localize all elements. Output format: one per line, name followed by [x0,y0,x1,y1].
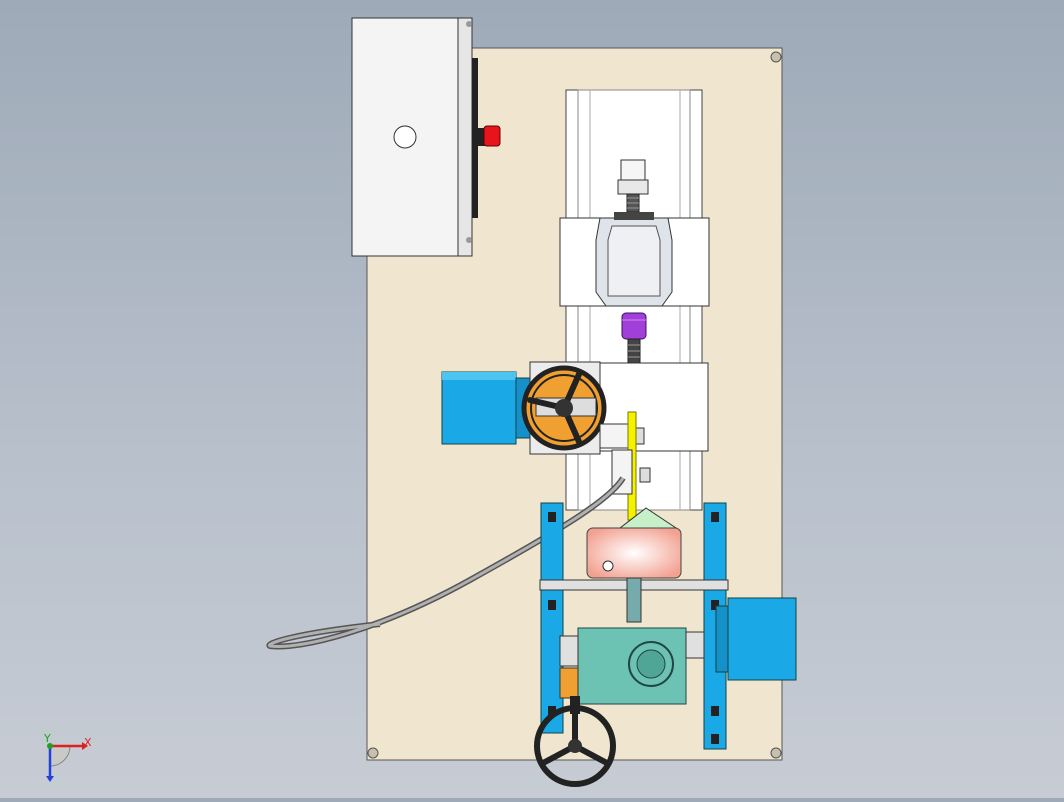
emergency-stop-button[interactable] [476,125,501,147]
chuck[interactable] [586,507,682,623]
indicator-lamp[interactable] [393,125,417,149]
control-enclosure[interactable] [351,17,501,257]
coordinate-triad: X Y [43,732,92,782]
bottom-handwheel[interactable] [534,696,616,787]
left-motor[interactable] [441,371,531,445]
top-screw[interactable] [617,159,649,213]
right-motor[interactable] [715,597,797,681]
left-handwheel[interactable] [521,361,645,455]
sensor-cable [266,476,626,650]
gearbox[interactable] [559,627,705,705]
y-axis-label: Y [43,732,51,745]
upper-slide-block[interactable] [559,212,710,307]
x-axis-label: X [84,736,92,749]
